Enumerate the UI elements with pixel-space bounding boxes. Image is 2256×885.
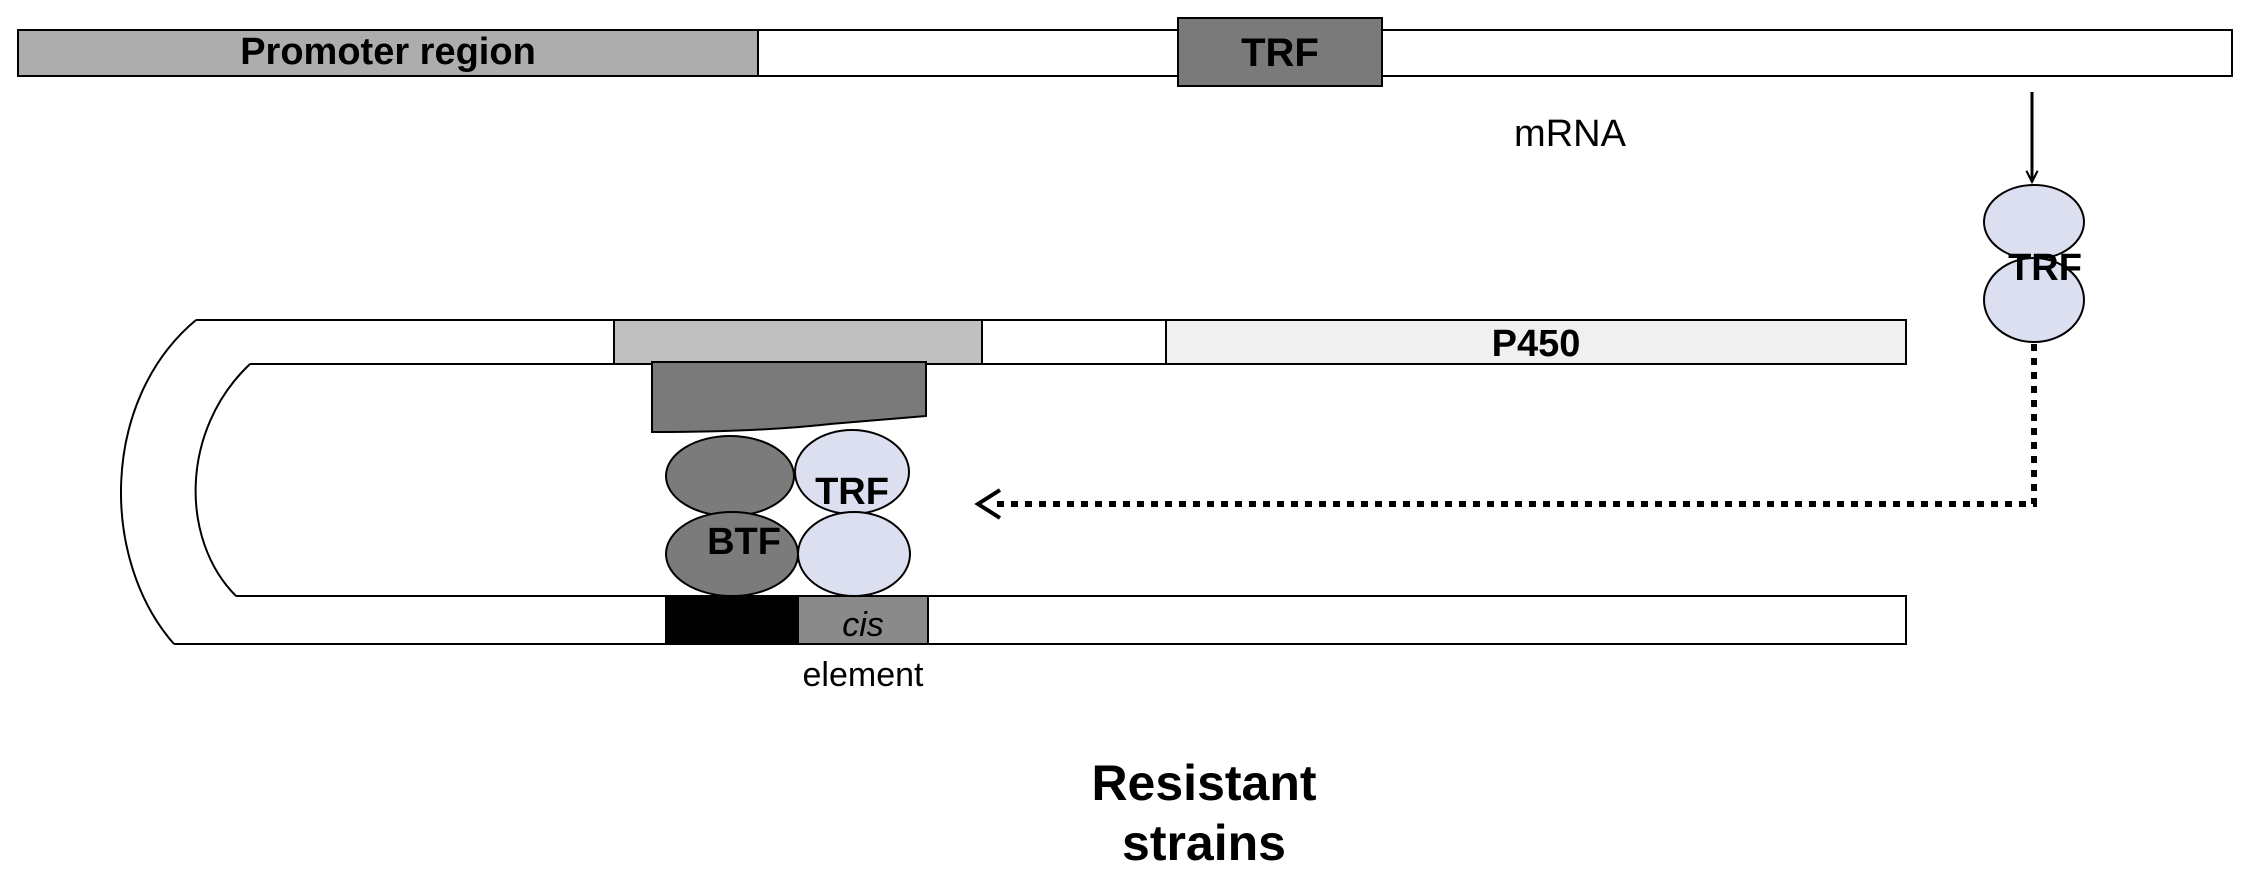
trf-protein-label: TRF [2008,247,2082,289]
dna-loop: P450 cis element [120,319,1907,694]
upstream-box [613,319,983,365]
cis-label: cis [842,606,884,644]
promoter-region-box [17,29,759,77]
gene-bar: Promoter region TRF [17,17,2233,87]
caption-line-2: strains [1122,815,1286,871]
trf-protein: TRF [1983,184,2085,343]
p450-gene-box [1165,319,1907,365]
btf-label: BTF [707,521,781,563]
trf-bound-label: TRF [815,471,889,513]
loop-inner-curve [194,363,251,597]
trf-gene-label: TRF [1241,31,1319,75]
trf-protein-bottom-subunit [1983,257,2085,343]
promoter-region-label: Promoter region [240,31,536,73]
polymerase-block [651,361,927,434]
loop-outer-curve [120,319,197,645]
caption-line-1: Resistant [1091,755,1316,811]
translocation-dotted-path [992,344,2037,507]
p450-label: P450 [1492,323,1581,365]
bottom-strand-right-box [927,595,1907,645]
transcription-complex: BTF TRF [651,361,927,597]
binding-site-black-box [665,595,799,645]
mrna-label: mRNA [1514,113,1627,155]
translocation-arrowhead [974,488,1002,520]
trf-bound-bottom-subunit [797,511,911,597]
element-label: element [803,656,925,694]
trf-gene-box [1177,17,1383,87]
btf-top-subunit [665,435,795,517]
spacer-box [981,319,1167,365]
cis-element-box [797,595,929,645]
